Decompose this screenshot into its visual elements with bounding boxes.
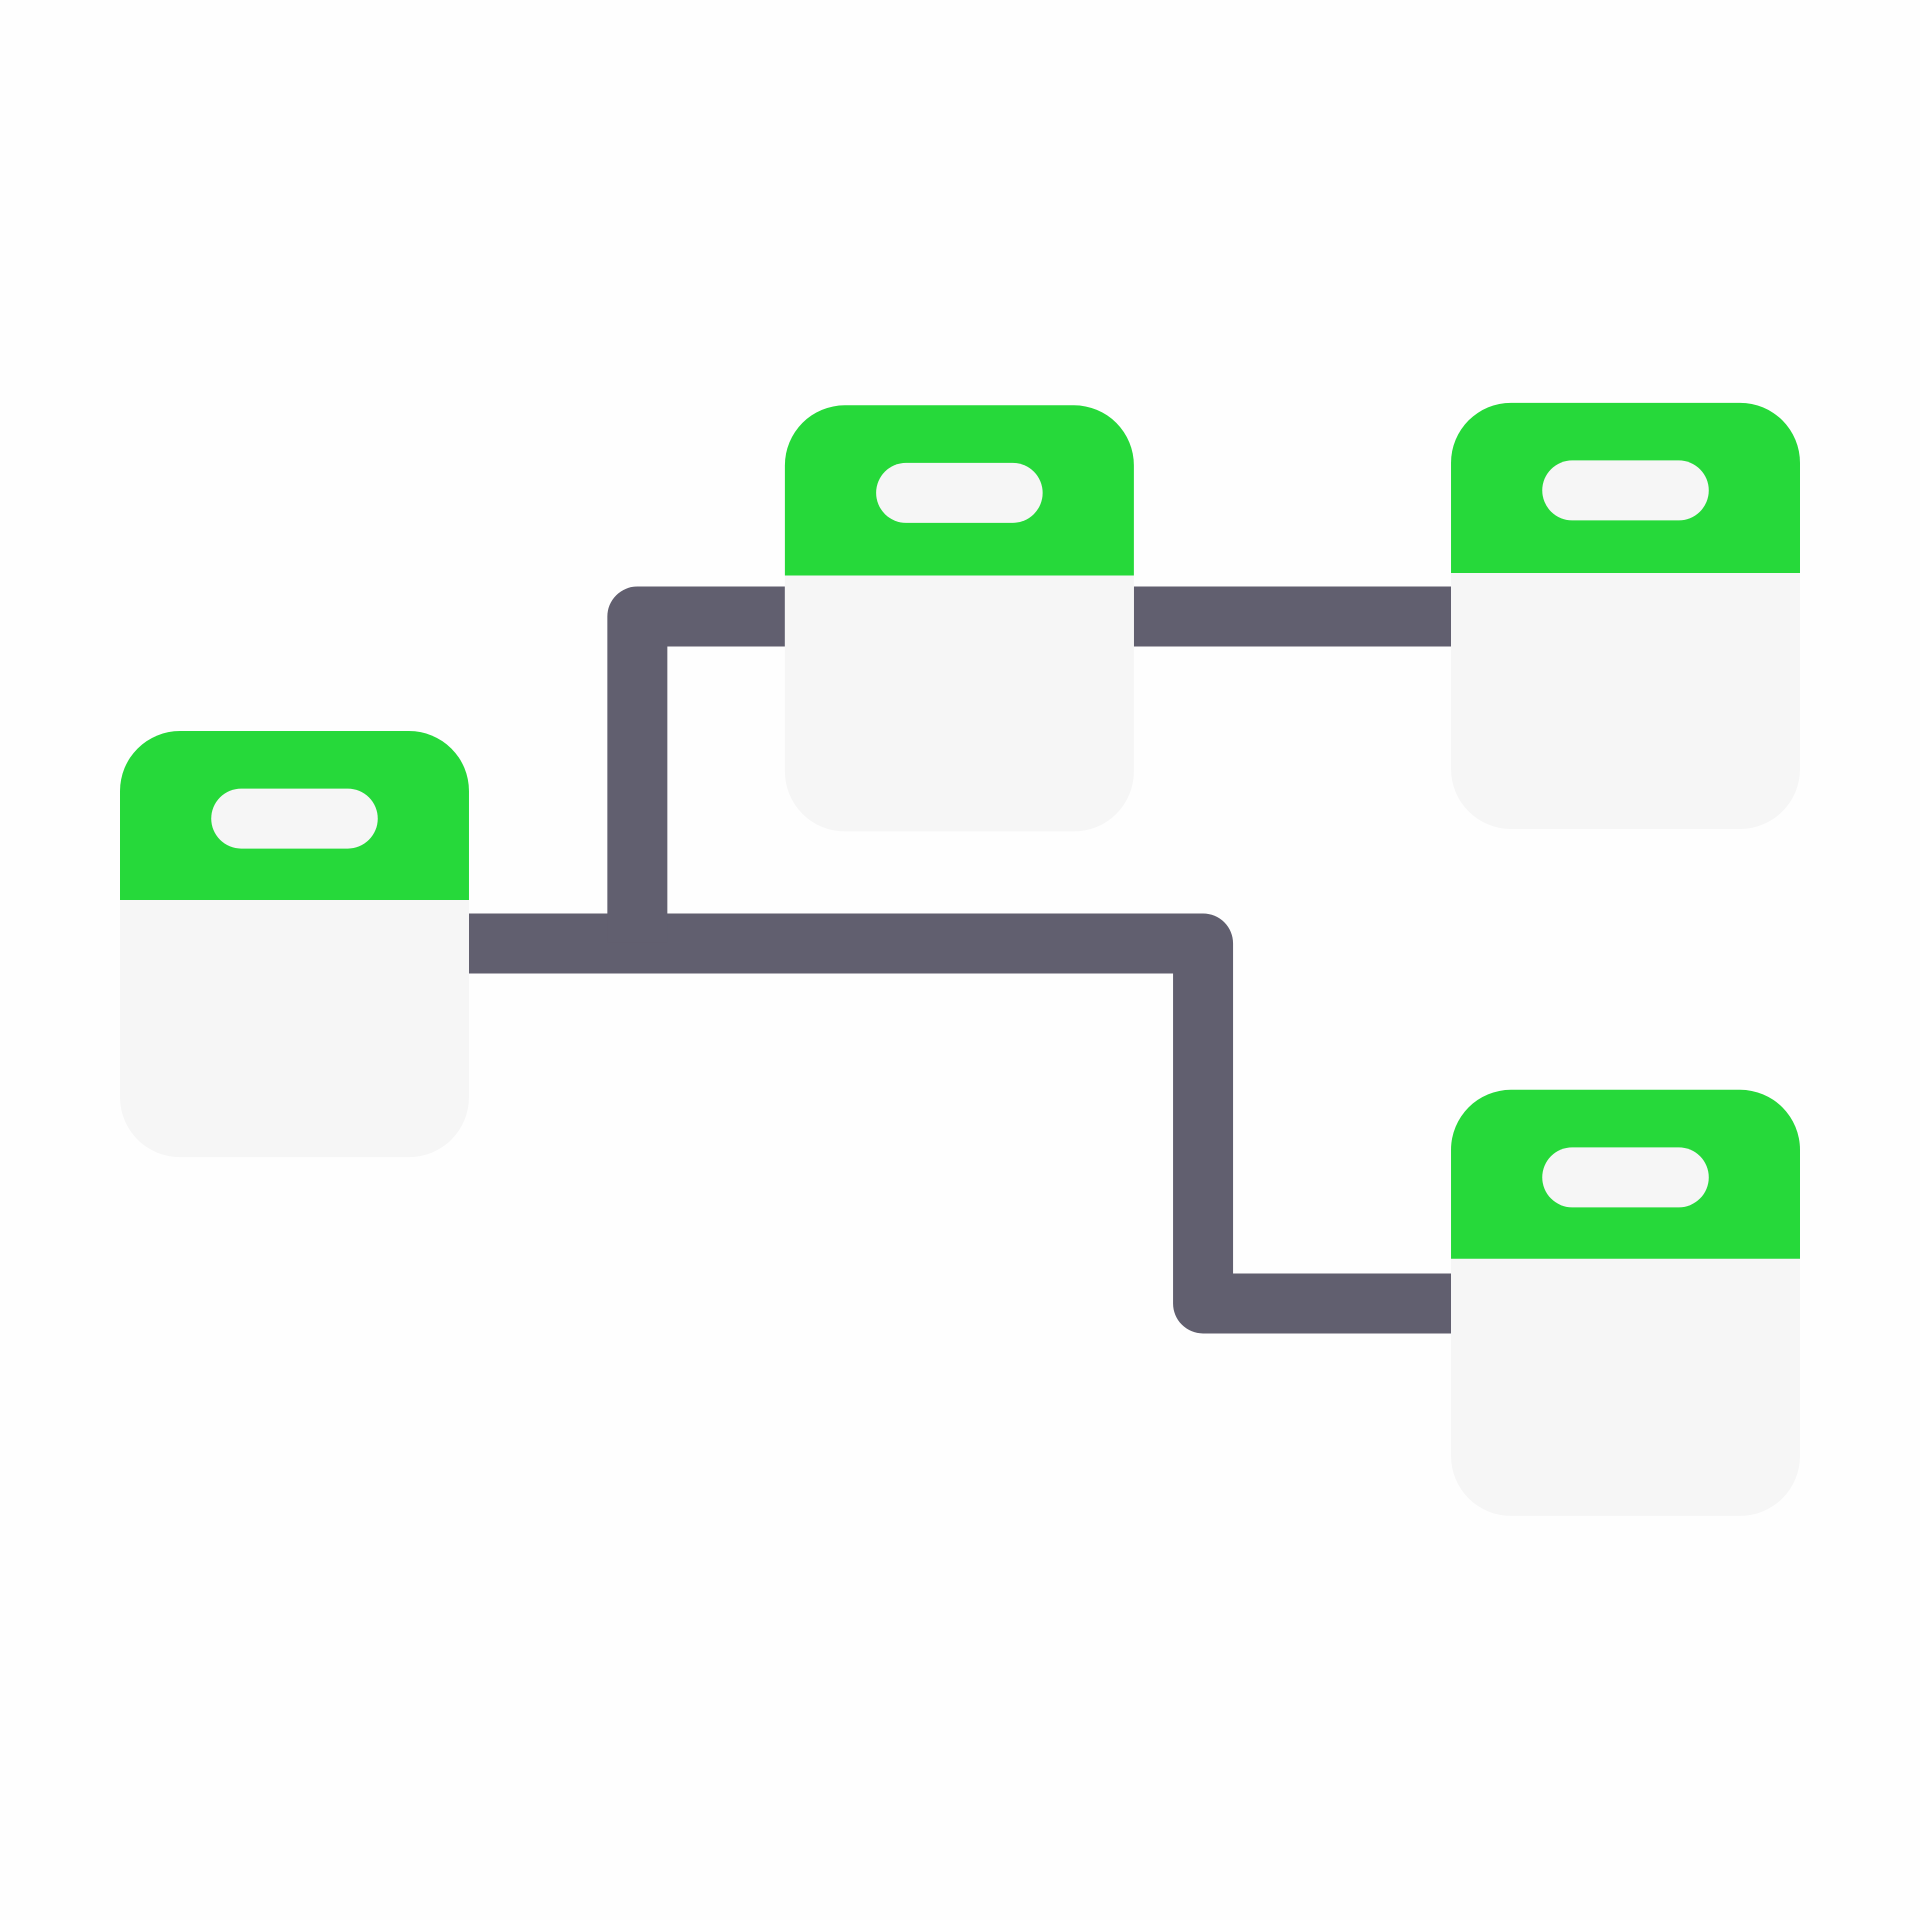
node-child-bottom-right bbox=[1451, 1089, 1800, 1516]
node-root bbox=[120, 731, 469, 1158]
node-child-top-middle bbox=[784, 405, 1134, 832]
nodes bbox=[120, 402, 1800, 1516]
node-title-placeholder bbox=[876, 462, 1043, 523]
node-title-placeholder bbox=[211, 788, 378, 849]
node-child-top-right bbox=[1451, 402, 1800, 829]
node-title-placeholder bbox=[1542, 1147, 1709, 1208]
node-title-placeholder bbox=[1542, 460, 1709, 521]
connector-root-to-bottom-right bbox=[468, 913, 1452, 1334]
connector-root-to-top-middle bbox=[607, 586, 785, 943]
connectors bbox=[468, 586, 1452, 1334]
